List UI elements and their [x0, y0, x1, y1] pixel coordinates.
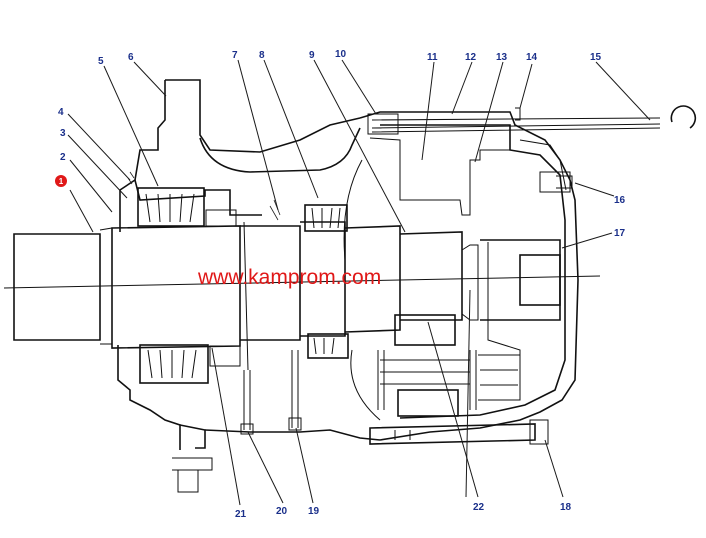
callout-13: 13 [496, 52, 508, 63]
callout-8: 8 [259, 50, 265, 61]
marker-circle [55, 175, 67, 187]
callout-7: 7 [232, 50, 238, 61]
callout-9: 9 [309, 50, 315, 61]
callout-15: 15 [590, 52, 602, 63]
callout-21: 21 [235, 509, 247, 520]
highlight-marker-1: 1 [55, 175, 67, 187]
callout-labels: 1 2 3 4 5 6 7 8 9 10 11 12 13 14 15 16 1… [55, 49, 626, 520]
callout-11: 11 [427, 52, 438, 63]
callout-18: 18 [560, 502, 572, 513]
callout-1: 1 [59, 177, 64, 186]
callout-16: 16 [614, 195, 626, 206]
callout-22: 22 [473, 502, 485, 513]
callout-10: 10 [335, 49, 347, 60]
callout-14: 14 [526, 52, 538, 63]
callout-3: 3 [60, 128, 66, 139]
leader-lines [67, 59, 651, 506]
callout-19: 19 [308, 506, 320, 517]
callout-20: 20 [276, 506, 288, 517]
assembly-drawing [3, 79, 697, 493]
callout-5: 5 [98, 56, 104, 67]
watermark-text: www.kamprom.com [197, 266, 381, 289]
callout-2: 2 [60, 152, 66, 163]
callout-4: 4 [58, 107, 64, 118]
callout-17: 17 [614, 228, 626, 239]
callout-6: 6 [128, 52, 134, 63]
callout-12: 12 [465, 52, 477, 63]
